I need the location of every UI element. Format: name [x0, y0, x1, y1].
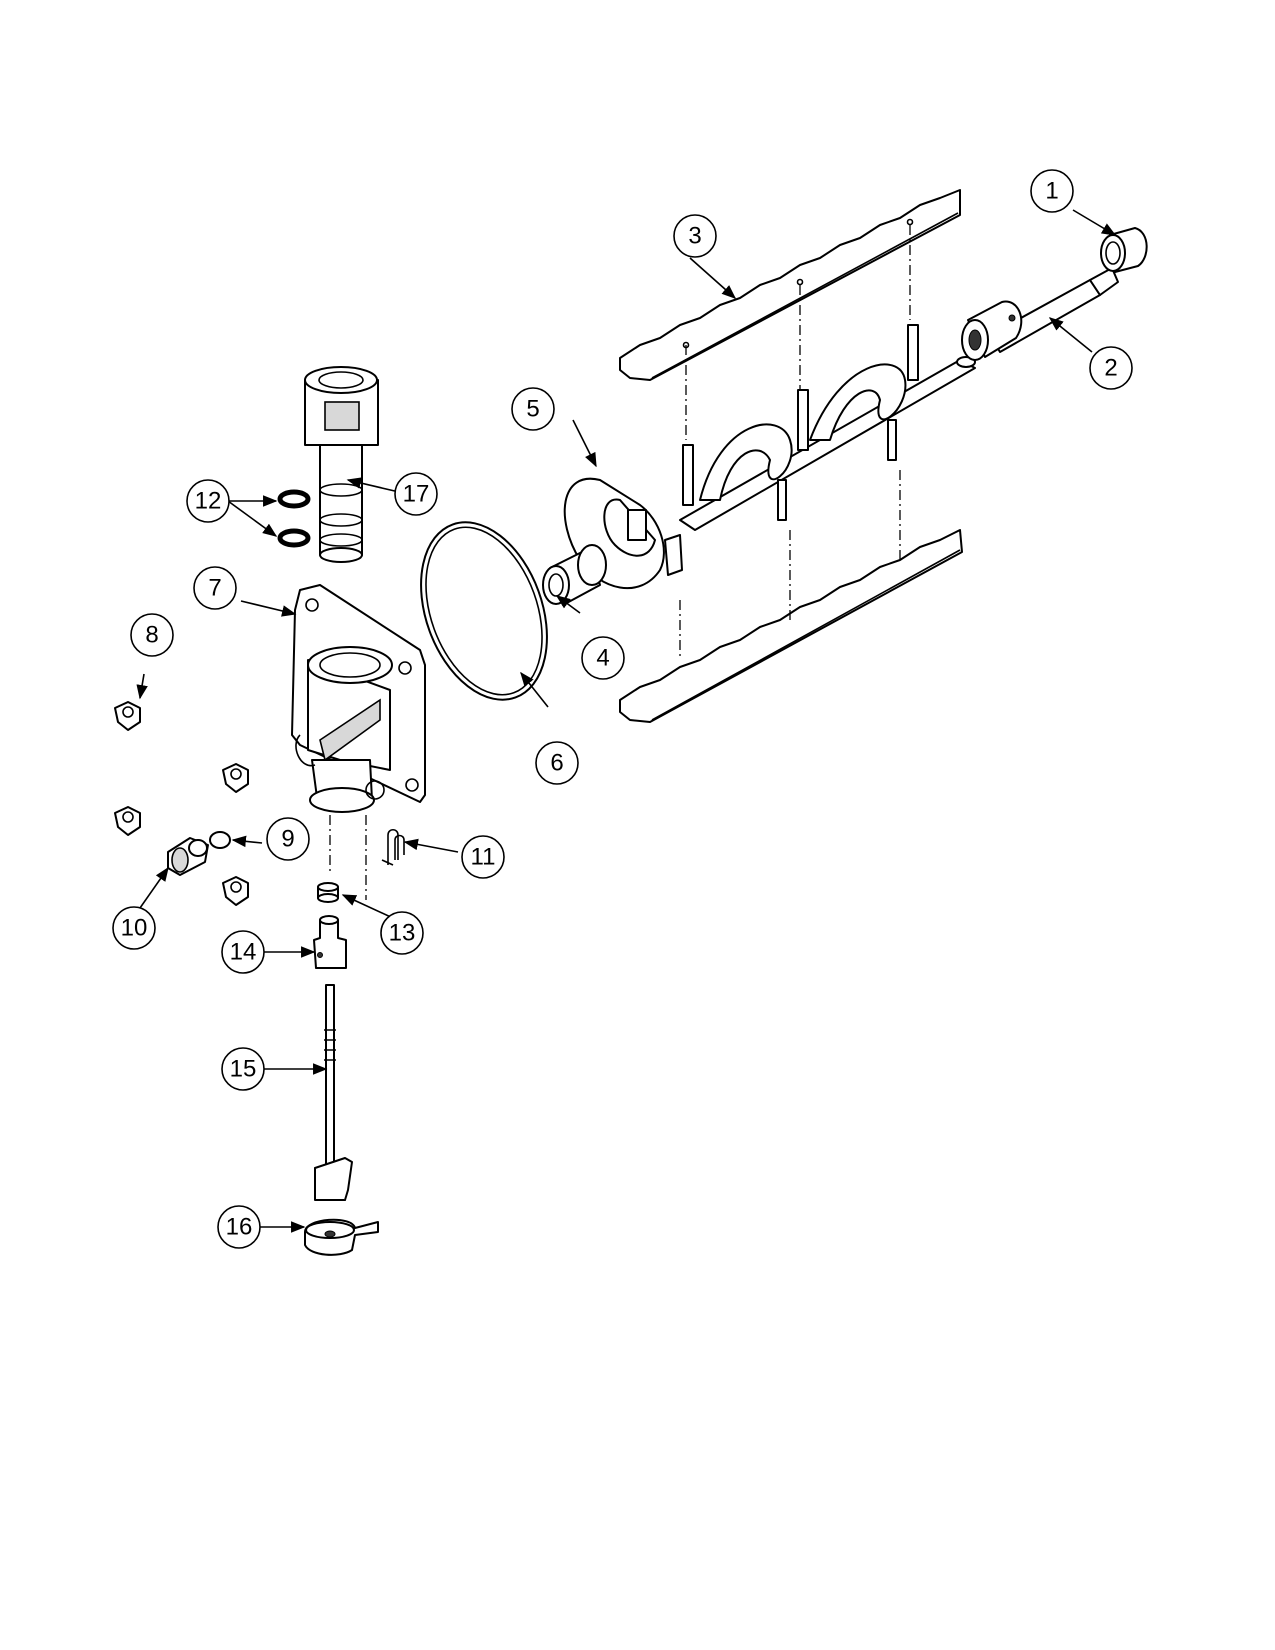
scraper-blade-lower	[619, 529, 963, 723]
callout-1: 1	[1030, 169, 1074, 213]
door-knob-4	[222, 876, 249, 906]
drive-shaft	[961, 267, 1119, 361]
callout-5: 5	[511, 387, 555, 431]
door-knob-2	[222, 763, 249, 793]
callout-13: 13	[380, 911, 424, 955]
svg-text:4: 4	[596, 645, 609, 672]
svg-text:15: 15	[230, 1056, 257, 1083]
gasket-o-ring	[420, 521, 548, 701]
prime-plug	[167, 837, 209, 876]
handle-connector	[313, 915, 347, 969]
svg-text:5: 5	[526, 396, 539, 423]
svg-text:16: 16	[226, 1214, 253, 1241]
handle-bushing	[317, 882, 339, 903]
leader-lines	[136, 209, 1117, 1233]
svg-text:11: 11	[471, 844, 496, 871]
pivot-pin	[381, 828, 405, 866]
callout-4: 4	[581, 636, 625, 680]
door-knob-1	[114, 701, 141, 731]
callout-10: 10	[112, 906, 156, 950]
callout-7: 7	[193, 566, 237, 610]
callout-2: 2	[1089, 346, 1133, 390]
freezer-door	[291, 584, 426, 813]
callout-16: 16	[217, 1205, 261, 1249]
svg-text:13: 13	[389, 920, 416, 947]
bushing	[1100, 227, 1148, 273]
svg-text:10: 10	[121, 915, 148, 942]
door-knob-3	[114, 806, 141, 836]
svg-text:3: 3	[688, 223, 701, 250]
alignment-lines-door	[329, 815, 367, 900]
o-ring-small	[209, 831, 231, 849]
svg-text:9: 9	[281, 826, 294, 853]
callout-17: 17	[394, 472, 438, 516]
sleeve-bearing	[542, 544, 607, 606]
svg-text:17: 17	[403, 481, 430, 508]
callout-8: 8	[130, 613, 174, 657]
alignment-lines-blades	[679, 225, 911, 660]
draw-valve	[304, 366, 379, 563]
callout-3: 3	[673, 214, 717, 258]
o-rings-valve	[277, 489, 311, 548]
callout-15: 15	[221, 1047, 265, 1091]
svg-text:1: 1	[1045, 178, 1058, 205]
draw-handle-rod	[314, 984, 353, 1201]
callout-11: 11	[461, 835, 505, 879]
callout-6: 6	[535, 741, 579, 785]
callout-9: 9	[266, 817, 310, 861]
svg-text:2: 2	[1104, 355, 1117, 382]
svg-text:14: 14	[230, 939, 257, 966]
svg-text:8: 8	[145, 622, 158, 649]
callout-12: 12	[186, 479, 230, 523]
svg-text:12: 12	[195, 488, 222, 515]
scraper-blade-upper	[619, 189, 961, 381]
spout-cap	[304, 1218, 379, 1256]
callout-14: 14	[221, 930, 265, 974]
svg-text:6: 6	[550, 750, 563, 777]
svg-text:7: 7	[208, 575, 221, 602]
